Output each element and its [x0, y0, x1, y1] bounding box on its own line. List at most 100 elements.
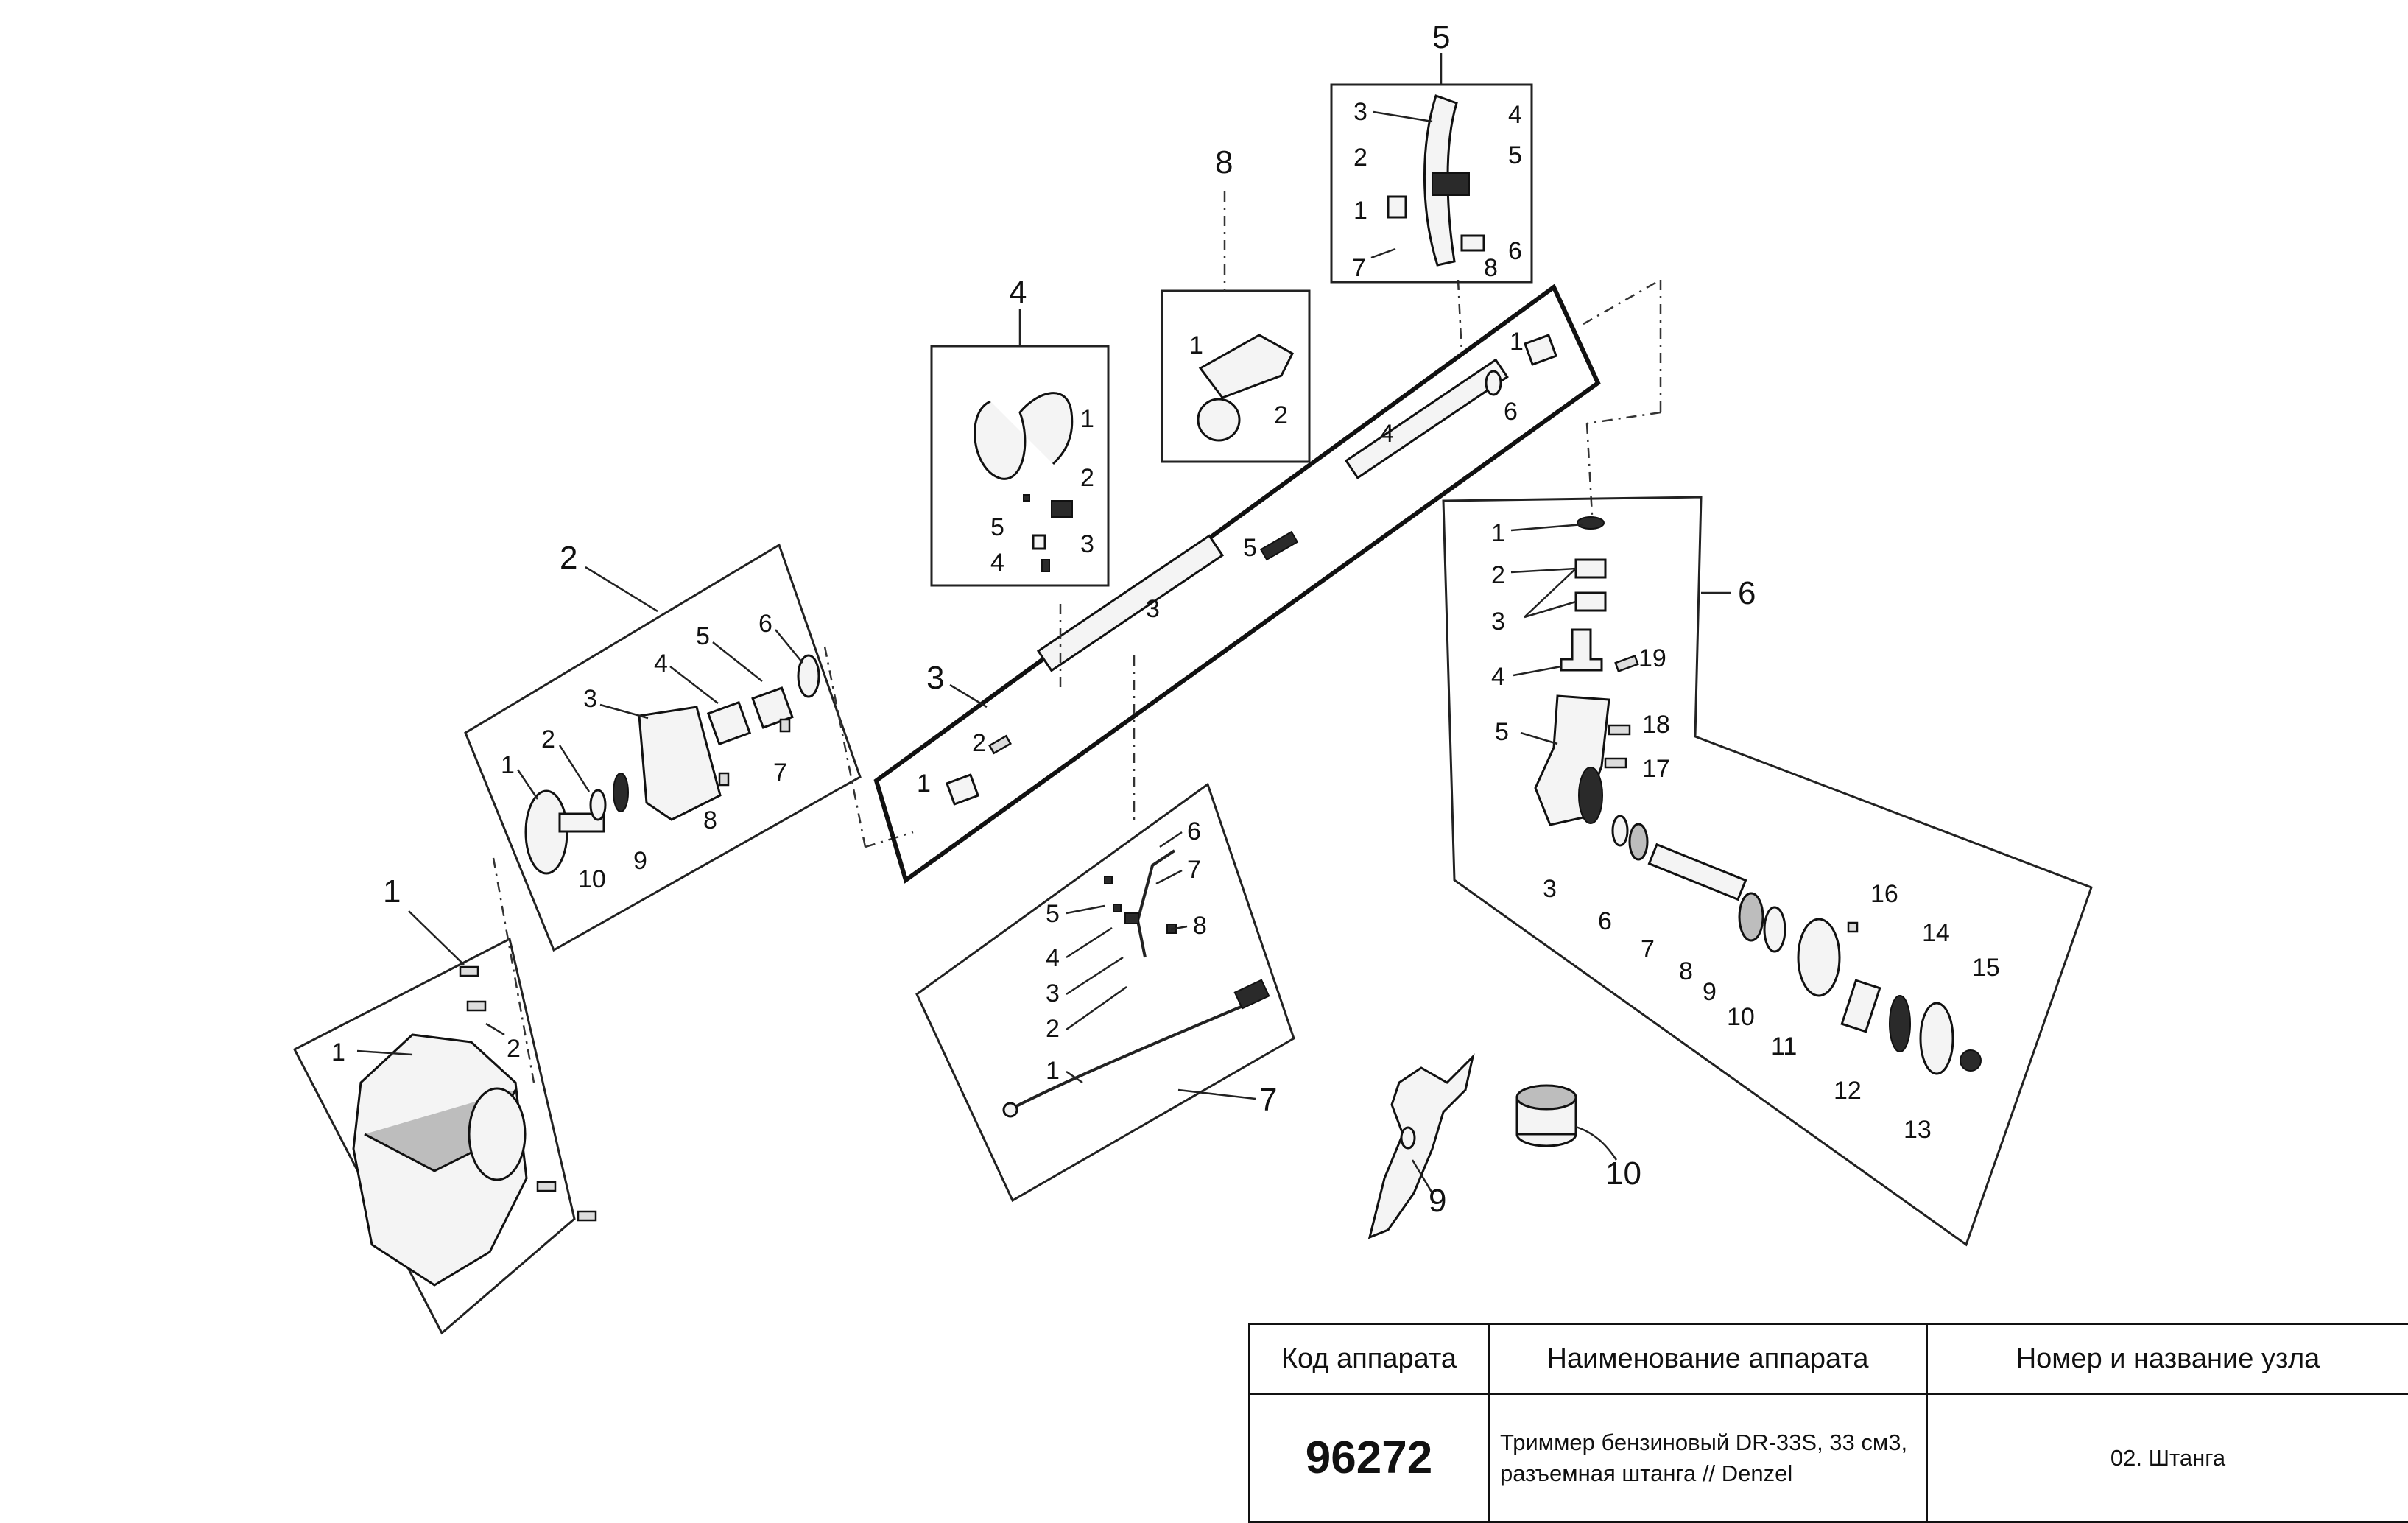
- throttle-handle: [1233, 979, 1270, 1010]
- group-5-part-1: 1: [1353, 197, 1367, 225]
- group-5-part-7: 7: [1352, 254, 1366, 282]
- group-6-part-15: 15: [1972, 954, 2000, 982]
- nut-icon: [1960, 1049, 1982, 1072]
- group-8-part-2: 2: [1274, 401, 1288, 429]
- group-3-part-4: 4: [1380, 420, 1394, 448]
- nut-icon: [1023, 494, 1030, 502]
- group-7-throttle-cable: 7 1 2 3 4 5 6 7 8: [915, 782, 1295, 1203]
- drive-shaft-tube-lower: [1036, 534, 1225, 672]
- group-6-part-3: 3: [1491, 608, 1505, 636]
- group-1-label: 1: [383, 873, 401, 910]
- group-3-frame: [873, 284, 1601, 884]
- group-7-part-5: 5: [1046, 900, 1060, 928]
- screw-icon: [1608, 724, 1631, 736]
- group-2-part-6: 6: [758, 610, 772, 638]
- shaft-bushing: [945, 773, 980, 806]
- group-2-part-5: 5: [696, 622, 710, 650]
- group-2-part-10: 10: [578, 865, 606, 893]
- screw-icon: [459, 965, 479, 977]
- group-5-part-8: 8: [1484, 254, 1498, 282]
- group-2-part-7: 7: [773, 759, 787, 787]
- group-6-part-4: 4: [1491, 663, 1505, 691]
- group-9-label: 9: [1429, 1183, 1446, 1219]
- group-5-label: 5: [1432, 19, 1450, 55]
- ring-part: [1611, 815, 1629, 847]
- group-1-part-1: 1: [331, 1038, 345, 1066]
- ring-part: [1763, 906, 1786, 953]
- screw-icon: [577, 1210, 597, 1222]
- seal-ring: [797, 654, 820, 698]
- bearing-part: [1628, 823, 1649, 861]
- guard-plate: [1432, 172, 1470, 196]
- group-6-frame: [1442, 496, 2093, 1247]
- group-3-part-5: 5: [1243, 534, 1257, 562]
- group-3-part-3: 3: [1146, 595, 1160, 623]
- screw-icon: [536, 1181, 557, 1192]
- group-6-part-7: 7: [1641, 935, 1655, 963]
- clamp-part: [1124, 912, 1139, 924]
- group-8-frame: [1161, 289, 1311, 463]
- ring-part: [613, 773, 629, 812]
- group-6-part-11: 11: [1771, 1033, 1797, 1061]
- nut-icon: [1113, 904, 1122, 912]
- blade-hole: [1400, 1126, 1416, 1150]
- group-4-label: 4: [1009, 275, 1027, 311]
- group-10-label: 10: [1605, 1156, 1641, 1192]
- group-6-part-18: 18: [1642, 711, 1670, 739]
- screw-icon: [466, 1000, 487, 1012]
- group-6-part-2: 2: [1491, 561, 1505, 589]
- bearing-part: [1738, 892, 1764, 942]
- cup-washer: [1919, 1002, 1954, 1075]
- group-3-part-1: 1: [917, 770, 931, 798]
- gearbox-flange: [1578, 767, 1603, 824]
- group-3-label: 3: [926, 660, 944, 696]
- group-6-part-10: 10: [1727, 1003, 1755, 1031]
- group-2-part-1: 1: [501, 751, 515, 779]
- group-5-part-2: 2: [1353, 144, 1367, 172]
- group-6-part-1: 1: [1491, 519, 1505, 547]
- drive-shaft-tube-upper: [1344, 358, 1509, 479]
- group-2-part-8: 8: [703, 806, 717, 834]
- guard-bracket: [1387, 195, 1407, 219]
- group-5-frame: [1330, 83, 1533, 284]
- group-9-blade: 9: [1367, 1053, 1475, 1239]
- group-7-part-6: 6: [1187, 817, 1201, 845]
- blade-holder: [1797, 918, 1841, 997]
- group-5-part-5: 5: [1508, 141, 1522, 169]
- group-7-part-7: 7: [1187, 856, 1201, 884]
- bushing: [1574, 558, 1607, 579]
- screw-icon: [1847, 921, 1859, 933]
- group-8-clamp: 8 1 2: [1161, 144, 1311, 463]
- clamp-knob: [1197, 398, 1241, 442]
- input-gear: [1560, 628, 1603, 672]
- group-6-part-13: 13: [1904, 1116, 1932, 1144]
- group-4-part-4: 4: [990, 549, 1004, 577]
- group-6-label: 6: [1738, 575, 1756, 611]
- group-7-label: 7: [1259, 1082, 1277, 1118]
- nut-icon: [1104, 876, 1113, 884]
- group-5-part-3: 3: [1353, 98, 1367, 126]
- device-code: 96272: [1248, 1393, 1490, 1523]
- screw-icon: [718, 772, 730, 787]
- bearing-part: [706, 700, 752, 746]
- group-6-part-16: 16: [1870, 880, 1898, 908]
- header-device-code: Код аппарата: [1248, 1323, 1490, 1395]
- group-4-part-1: 1: [1080, 405, 1094, 433]
- group-4-part-5: 5: [990, 513, 1004, 541]
- strap-clip: [1032, 534, 1046, 550]
- group-6-gearbox: 6 1 2 3 4 5 3 6 7 8 9 10: [1442, 496, 2093, 1247]
- screw-icon: [1604, 757, 1627, 769]
- group-8-label: 8: [1215, 144, 1233, 180]
- group-3-drive-shaft: 3 1 2 3 4 5 6 1: [873, 278, 1662, 884]
- group-4-part-3: 3: [1080, 530, 1094, 558]
- group-7-part-2: 2: [1046, 1015, 1060, 1043]
- group-2-part-4: 4: [654, 650, 668, 678]
- group-10-trimmer-head: 10: [1515, 1084, 1641, 1192]
- group-2-part-9: 9: [633, 847, 647, 875]
- guard-clip: [1460, 234, 1485, 252]
- spring-part: [1259, 530, 1299, 561]
- group-2-part-3: 3: [583, 685, 597, 713]
- header-device-name: Наименование аппарата: [1488, 1323, 1928, 1395]
- cable-end: [1002, 1102, 1018, 1118]
- shaft-bushing: [1523, 334, 1558, 366]
